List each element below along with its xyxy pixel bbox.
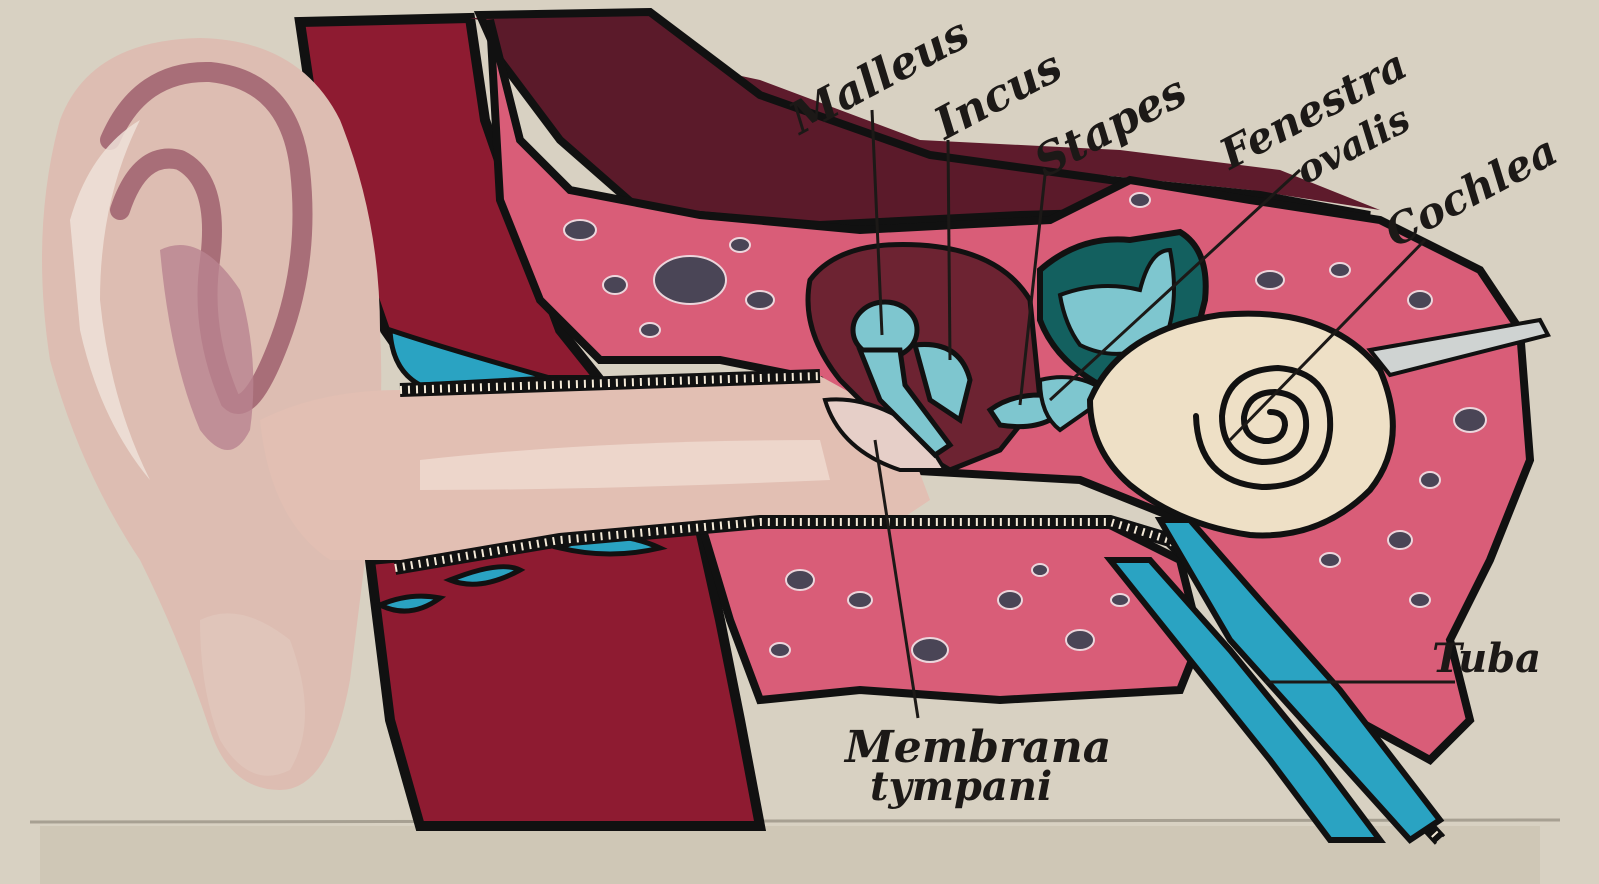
soft-tissue-lower	[370, 530, 760, 826]
temporal-bone-lower	[700, 520, 1200, 700]
label-tympani: tympani	[870, 763, 1052, 810]
poster-bottom-strip	[40, 826, 1540, 884]
label-tuba: Tuba	[1432, 635, 1541, 682]
incus-leader	[948, 140, 950, 360]
